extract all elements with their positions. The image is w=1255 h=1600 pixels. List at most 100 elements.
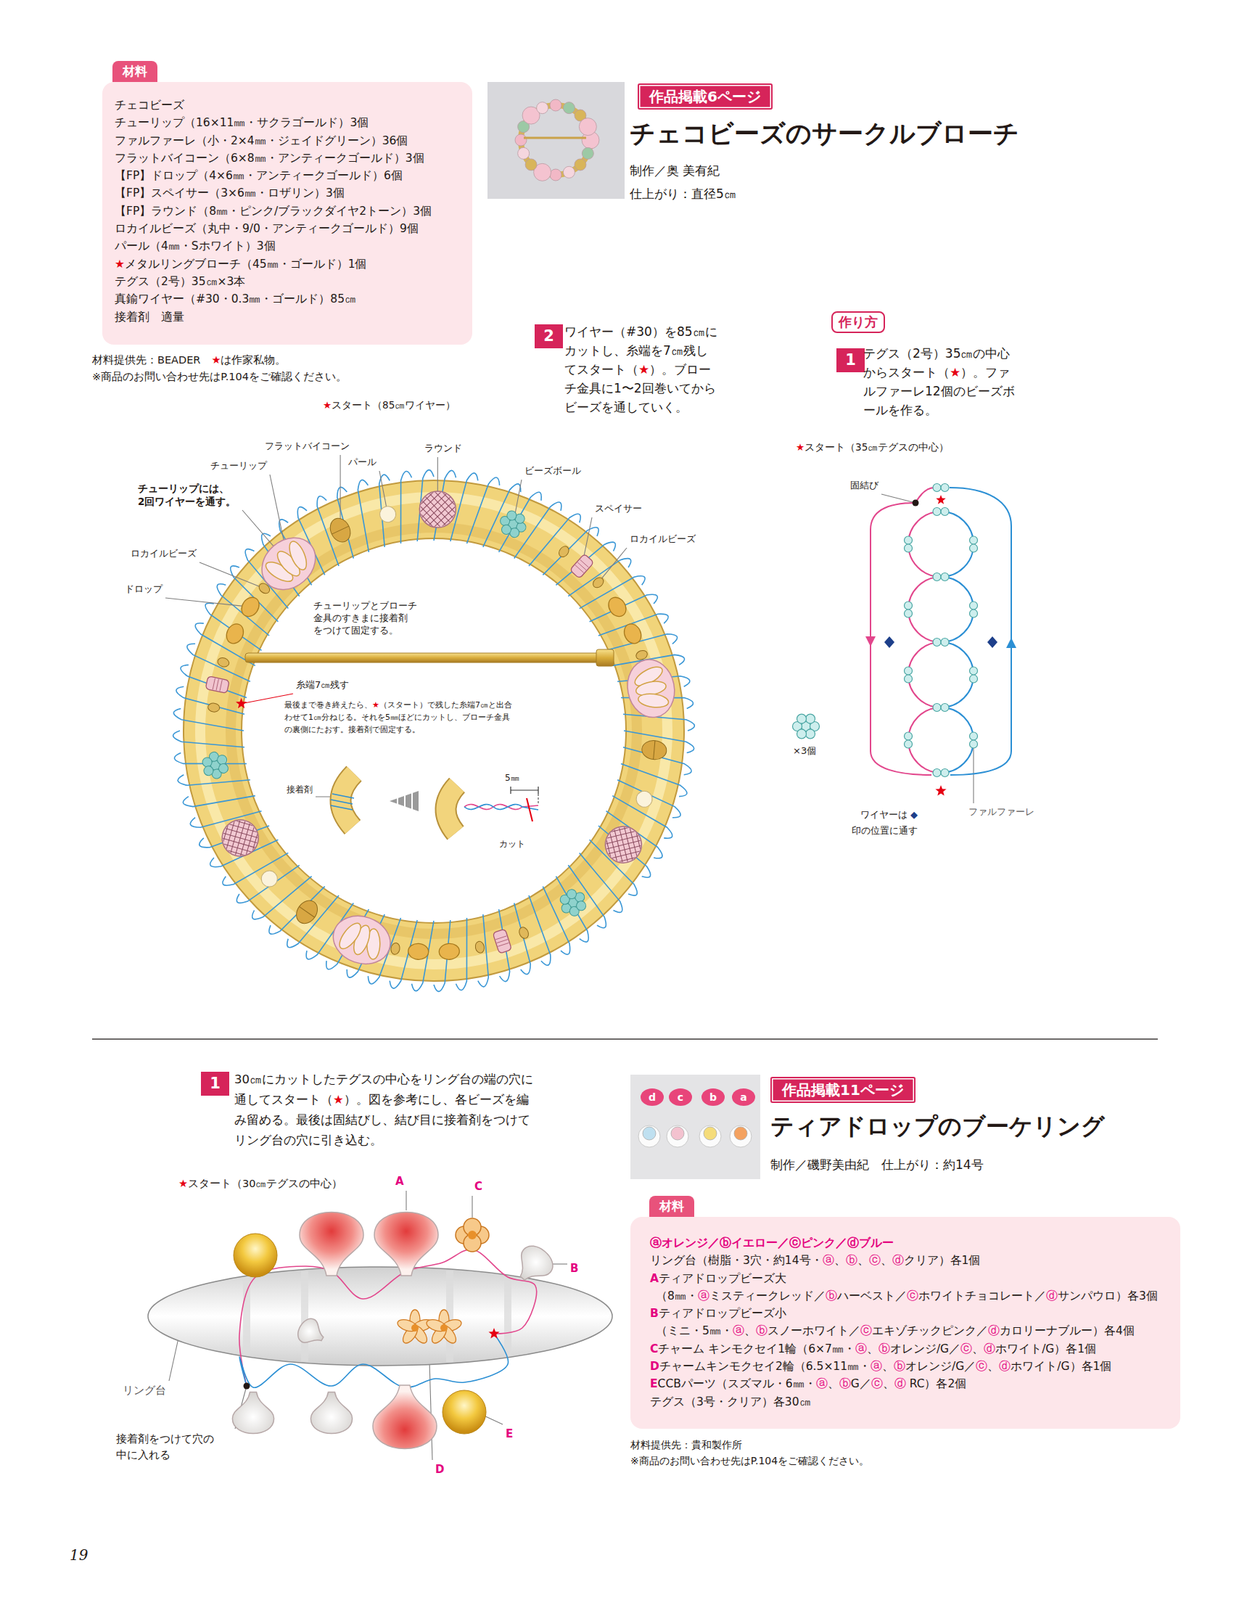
ring-body xyxy=(212,509,656,952)
lattice-line xyxy=(207,801,267,862)
materials-line: 【FP】ドロップ（4×6㎜・アンティークゴールド）6個 xyxy=(114,166,403,185)
text-run: パール xyxy=(348,456,377,468)
photo-ring xyxy=(520,105,591,175)
photo-bead xyxy=(734,1126,748,1140)
text-run: 【FP】ドロップ（4×6㎜・アンティークゴールド）6個 xyxy=(114,169,403,183)
start-star xyxy=(935,494,946,505)
materials-line: （ミニ・5㎜・ⓐ、ⓑスノーホワイト／ⓒエキゾチックピンク／ⓓカロリーナブルー）各… xyxy=(649,1321,1135,1340)
lattice-line xyxy=(593,814,653,875)
farfalle-bead xyxy=(940,703,949,712)
ring-shade xyxy=(230,527,637,934)
text-run: ハーベスト／ xyxy=(837,1289,907,1303)
text-run: B xyxy=(649,1306,659,1320)
text-run: ティアドロップのブーケリング xyxy=(770,1112,1105,1140)
text-run: チャームキンモクセイ2輪（6.5×11㎜・ xyxy=(659,1359,871,1373)
variant-badge: d xyxy=(640,1088,664,1106)
farfalle-bead xyxy=(932,638,941,647)
leader-line xyxy=(199,562,265,589)
charm-center xyxy=(440,1323,448,1332)
text-run: ビーズボール xyxy=(524,465,582,476)
wire xyxy=(236,864,299,903)
part-letter: D xyxy=(435,1461,444,1477)
brooch-pin xyxy=(245,649,614,666)
text-run: RC）各2個 xyxy=(906,1376,968,1390)
ball-bead xyxy=(218,763,230,775)
materials-line: 真鍮ワイヤー（#30・0.3㎜・ゴールド）85㎝ xyxy=(114,290,357,308)
cut-mark xyxy=(526,797,533,822)
bicone-bead xyxy=(292,895,323,928)
pearl-bead xyxy=(634,788,655,809)
text-run: ⓒ xyxy=(860,1323,872,1337)
ball-bead xyxy=(805,729,816,739)
text-run: 材料 xyxy=(659,1198,685,1213)
ring-highlight xyxy=(200,496,668,965)
text-run: ★ xyxy=(372,700,380,710)
materials-line: Aティアドロップビーズ大 xyxy=(649,1269,787,1287)
start-note: ★スタート（85㎝ワイヤー） xyxy=(322,398,456,412)
teardrop-small xyxy=(293,1314,329,1350)
round-lattice xyxy=(393,486,482,532)
wire xyxy=(483,483,521,547)
spacer-line xyxy=(495,935,507,940)
pearl-bead xyxy=(378,504,398,524)
text-run: ⓐ xyxy=(697,1289,710,1303)
farfalle-bead xyxy=(940,768,949,777)
photo-ring xyxy=(666,1125,689,1147)
text-run: 制作／磯野美由紀 仕上がり：約14号 xyxy=(770,1157,984,1172)
text-run: スタート（35㎝テグスの中心） xyxy=(804,441,949,453)
text-run: ×3個 xyxy=(792,745,817,756)
text-run: D xyxy=(435,1462,444,1476)
materials-line: テグス（3号・クリア）各30㎝ xyxy=(649,1392,812,1411)
text-run: 真鍮ワイヤー（#30・0.3㎜・ゴールド）85㎝ xyxy=(114,292,357,306)
photo-bead xyxy=(581,147,594,159)
lattice-line xyxy=(214,814,274,875)
text-run: ファルファーレ（小・2×4㎜・ジェイドグリーン）36個 xyxy=(114,134,408,148)
wire xyxy=(176,686,245,714)
bead-ball-diagram xyxy=(792,483,1018,796)
spacer-bead xyxy=(205,676,230,694)
rocaille-body xyxy=(557,544,571,559)
lattice-line xyxy=(408,486,453,532)
text-run: b xyxy=(709,1091,717,1103)
wire xyxy=(222,852,288,886)
text-run: フラットバイコーン xyxy=(264,440,350,452)
wire xyxy=(499,491,542,553)
text-run: カロリーナブルー）各4個 xyxy=(999,1323,1135,1337)
text-run: E xyxy=(649,1376,658,1390)
photo-bead xyxy=(642,1126,656,1140)
rocaille-body xyxy=(207,702,220,713)
text-run: ⓓ xyxy=(894,1376,907,1390)
materials-line: ★メタルリングブローチ（45㎜・ゴールド）1個 xyxy=(114,255,368,273)
drop-bead xyxy=(237,594,263,621)
text-run: ★ xyxy=(638,361,650,377)
rocaille-body xyxy=(390,941,402,955)
teardrop-large xyxy=(299,1212,364,1277)
text-run: ★ xyxy=(949,364,961,380)
materials-line: 【FP】ラウンド（8㎜・ピンク/ブラックダイヤ2トーン）3個 xyxy=(114,202,432,220)
text-run: ⓐ xyxy=(855,1342,867,1356)
ball-bead xyxy=(805,713,816,724)
lattice-line xyxy=(437,487,482,532)
drop-body xyxy=(237,594,263,621)
text-run: カット xyxy=(499,838,526,849)
ccb-ball xyxy=(233,1233,278,1277)
ring-hole xyxy=(243,1276,251,1355)
part-label: チューリップ xyxy=(210,459,267,473)
callout-note: 糸端7㎝残す xyxy=(295,678,349,692)
part-label: ドロップ xyxy=(124,582,163,596)
wire xyxy=(555,876,589,942)
step-number: 2 xyxy=(534,324,563,349)
text-run: B xyxy=(570,1261,579,1275)
text-run: ロカイルビーズ（丸中・9/0・アンティークゴールド）9個 xyxy=(114,221,419,236)
pink-thread xyxy=(908,511,941,577)
part-label: スペイサー xyxy=(594,502,643,516)
dimension-guide xyxy=(538,793,539,804)
farfalle-bead xyxy=(932,573,941,582)
step-text: 30㎝にカットしたテグスの中心をリング台の端の穴に通してスタート（★）。図を参考… xyxy=(234,1069,536,1151)
brooch-ring xyxy=(183,480,685,981)
product-photo xyxy=(487,81,625,199)
photo-bead xyxy=(525,158,537,171)
lattice-line xyxy=(393,486,439,532)
text-run: は作家私物。 xyxy=(220,354,286,366)
materials-line: Bティアドロップビーズ小 xyxy=(649,1304,787,1322)
